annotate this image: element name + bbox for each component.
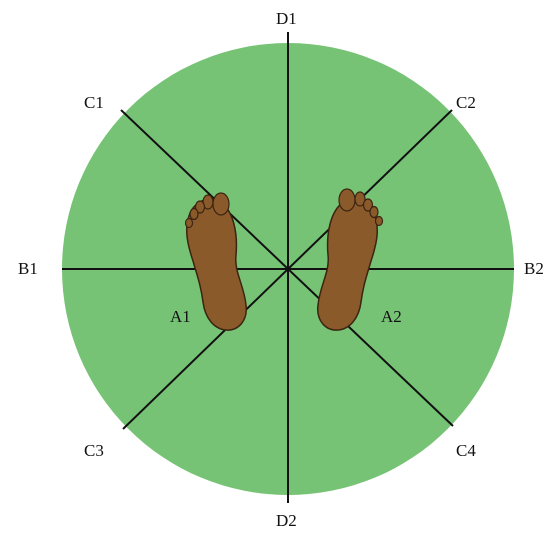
label-d2: D2 — [276, 511, 297, 530]
label-a1: A1 — [170, 307, 191, 326]
left-foot-toe-4 — [189, 207, 199, 221]
label-c3: C3 — [84, 441, 104, 460]
label-b2: B2 — [524, 259, 544, 278]
right-foot-toe-4 — [369, 205, 379, 219]
diagonal-line-c2-c3 — [122, 109, 453, 430]
right-foot-icon — [317, 188, 384, 331]
left-foot-big-toe — [212, 192, 230, 216]
diagonal-line-c1-c4 — [120, 109, 454, 427]
right-foot-big-toe — [338, 188, 356, 212]
left-foot-icon — [184, 192, 247, 331]
label-d1: D1 — [276, 9, 297, 28]
label-c2: C2 — [456, 93, 476, 112]
label-a2: A2 — [381, 307, 402, 326]
left-foot-toe-5 — [184, 217, 194, 229]
label-c4: C4 — [456, 441, 476, 460]
left-foot-sole — [185, 198, 247, 331]
label-c1: C1 — [84, 93, 104, 112]
right-foot-toe-3 — [362, 198, 374, 212]
left-foot-toe-3 — [194, 200, 206, 214]
right-foot-toe-2 — [354, 191, 366, 207]
label-b1: B1 — [18, 259, 38, 278]
right-foot-toe-5 — [374, 215, 384, 227]
